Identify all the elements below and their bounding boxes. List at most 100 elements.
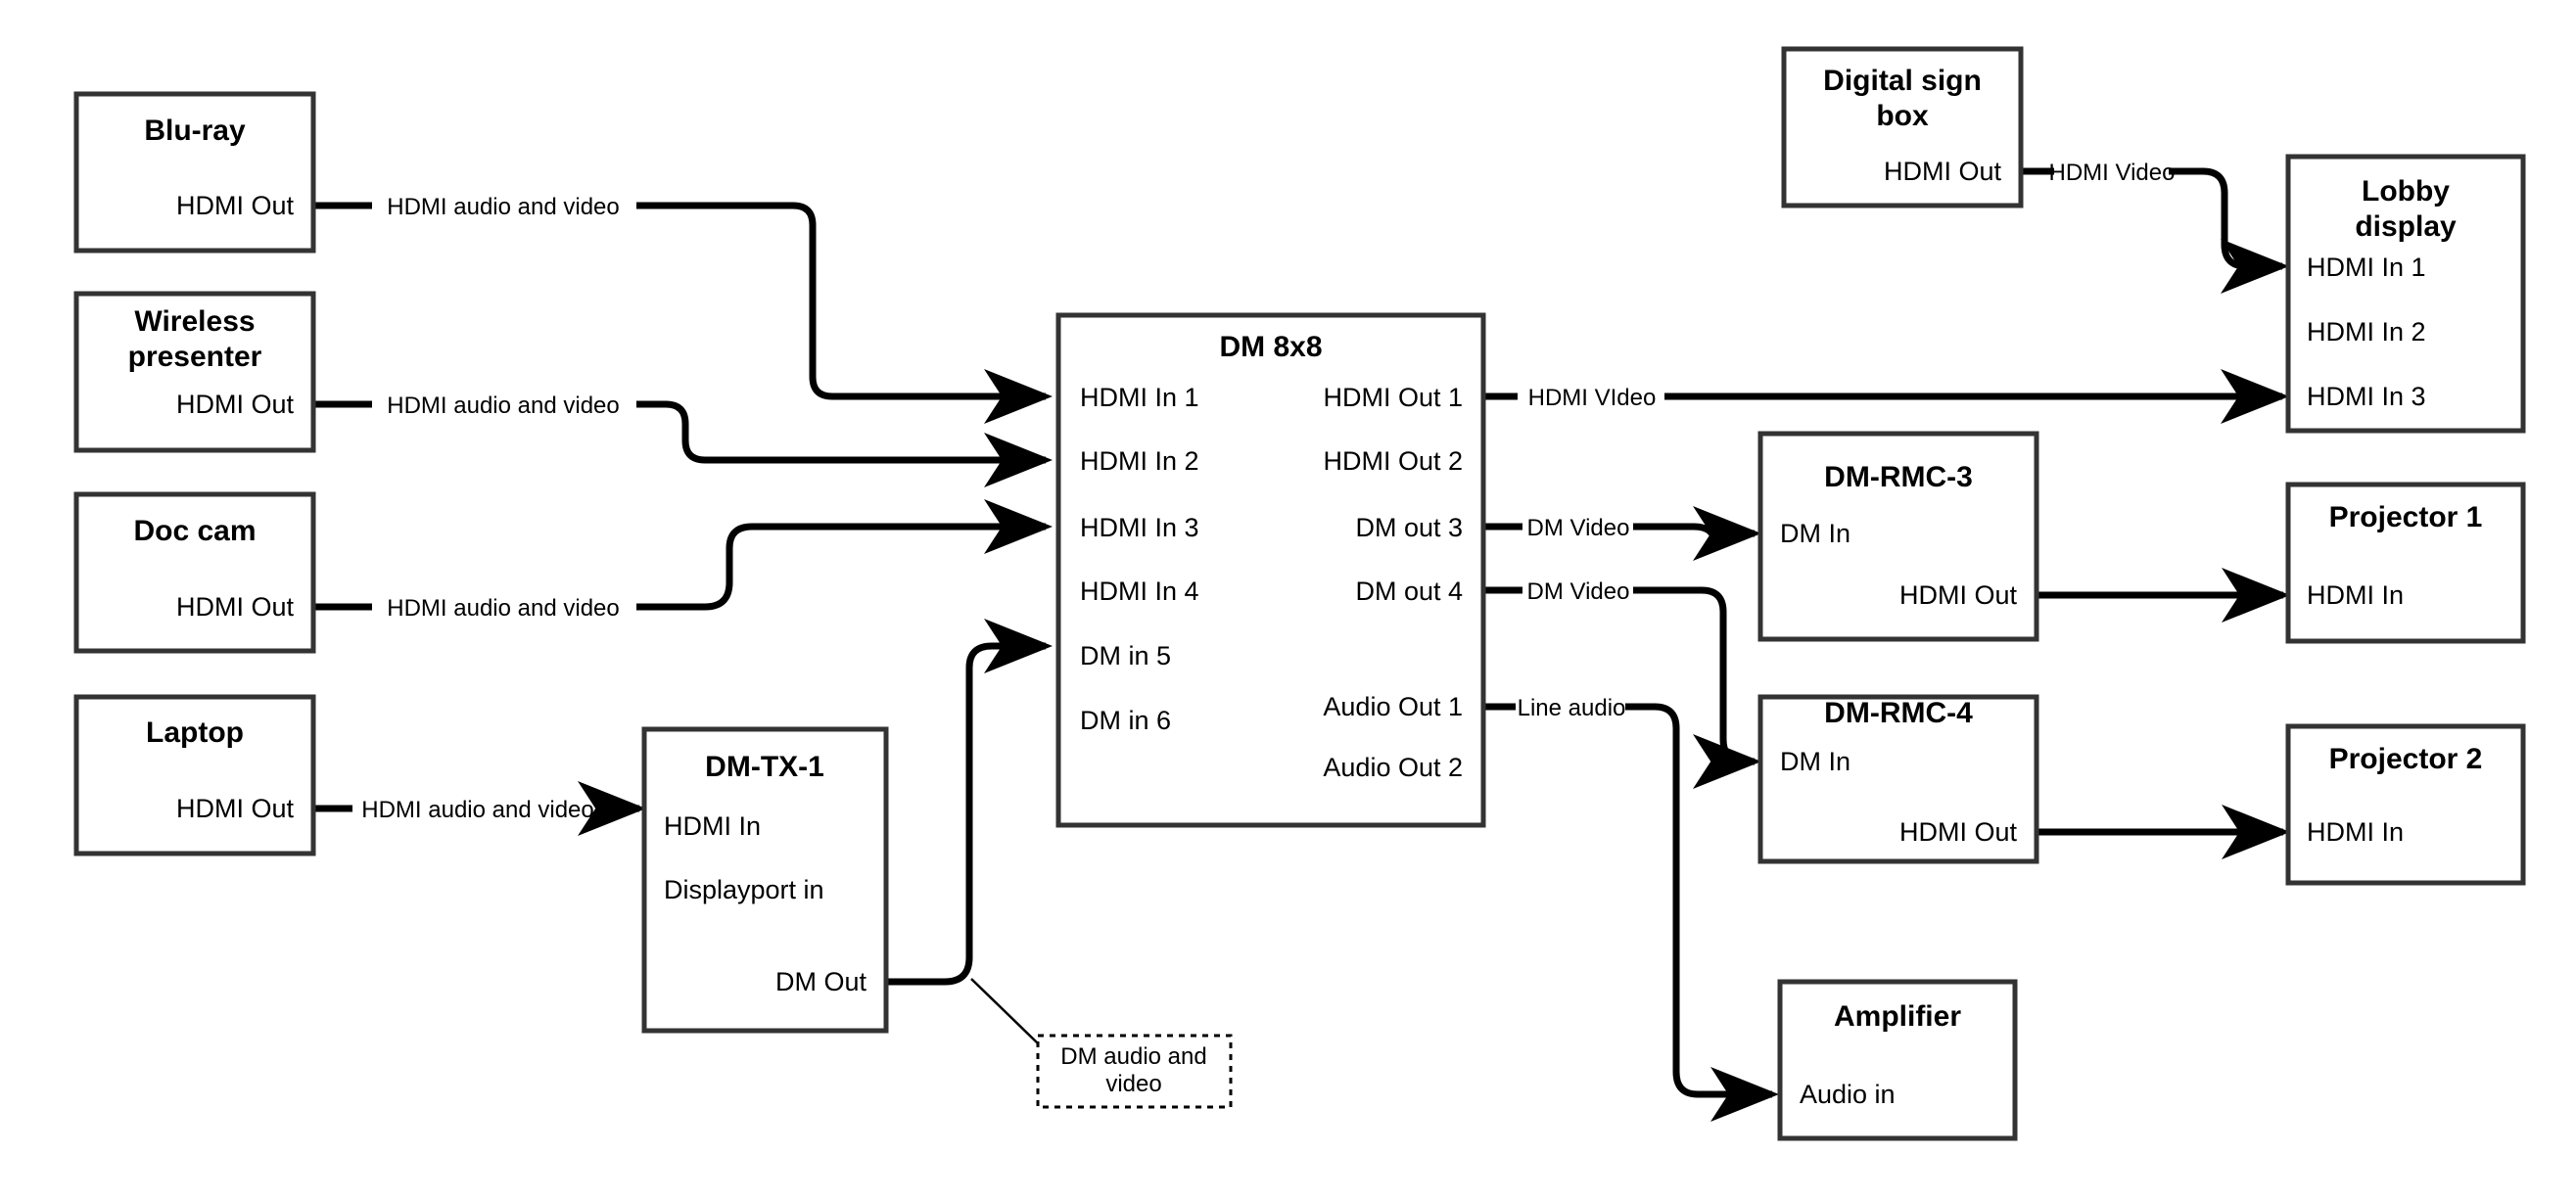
node-dm-8x8-port-hdmi-in-4: HDMI In 4 [1080,577,1199,606]
node-lobby-display-port-hdmi-in-3: HDMI In 3 [2307,382,2426,411]
node-digital-sign-box-title-line1: Digital sign [1823,65,1982,97]
node-dm-8x8-port-audio-out-2: Audio Out 2 [1323,753,1463,782]
node-bluray-port-hdmi-out: HDMI Out [176,191,295,220]
node-laptop-port-hdmi-out: HDMI Out [176,794,295,823]
wire-path [1633,586,1761,789]
node-doc-cam-title: Doc cam [133,515,256,547]
edge-label-dm-out3-to-rmc3: DM Video [1527,515,1630,541]
node-doc-cam-port-hdmi-out: HDMI Out [176,592,295,622]
node-projector-2[interactable]: Projector 2 HDMI In [2285,723,2526,886]
wire-path [2169,167,2289,294]
node-wireless-presenter[interactable]: Wireless presenter HDMI Out [73,291,316,453]
edge-label-sign-to-lobby-in1: HDMI Video [2049,160,2176,186]
node-dm-tx-1-port-dm-out: DM Out [775,967,867,996]
node-dm-tx-1-rect[interactable] [641,726,889,1034]
node-dm-rmc-4-port-dm-in: DM In [1780,747,1850,776]
node-doc-cam-rect[interactable] [73,491,316,654]
wire-dmtx1-to-dm-in5 [886,619,1053,1044]
node-lobby-display-port-hdmi-in-1: HDMI In 1 [2307,253,2426,282]
node-dm-rmc-3-port-dm-in: DM In [1780,519,1850,548]
node-amplifier-title: Amplifier [1834,1000,1961,1033]
node-dm-8x8-port-dm-out-4: DM out 4 [1355,577,1463,606]
callout-dm-audio-and-video: DM audio and video [1036,1034,1233,1109]
node-lobby-display-title-line1: Lobby [2362,175,2450,208]
callout-dm-audio-and-video-line1: DM audio and [1060,1043,1206,1070]
node-dm-8x8-port-hdmi-in-1: HDMI In 1 [1080,383,1199,412]
node-bluray-title: Blu-ray [144,115,246,147]
callout-leader-line [970,978,1039,1044]
wire-path [636,499,1053,611]
callout-dm-audio-and-video-rect [1036,1034,1233,1109]
node-dm-rmc-4-rect[interactable] [1757,694,2039,864]
node-dm-rmc-3-rect[interactable] [1757,431,2039,642]
node-dm-tx-1[interactable]: DM-TX-1 HDMI In Displayport in DM Out [641,726,889,1034]
wire-wireless-to-dm-in2 [313,400,1053,487]
node-dm-8x8-port-audio-out-1: Audio Out 1 [1323,692,1463,721]
node-dm-8x8-rect[interactable] [1055,312,1486,828]
wire-dm-out4-to-rmc4 [1483,586,1761,789]
wire-sign-to-lobby-in1 [2021,167,2289,294]
node-dm-rmc-3[interactable]: DM-RMC-3 DM In HDMI Out [1757,431,2039,642]
edge-label-dm-audio1-to-amp: Line audio [1518,695,1626,721]
node-digital-sign-box[interactable]: Digital sign box HDMI Out [1781,46,2024,208]
node-dm-tx-1-title: DM-TX-1 [705,751,824,783]
node-dm-8x8-port-hdmi-out-1: HDMI Out 1 [1323,383,1463,412]
edge-label-dm-out1-to-lobby-in3: HDMI VIdeo [1528,385,1657,411]
node-amplifier[interactable]: Amplifier Audio in [1777,979,2018,1141]
wire-dm-audio1-to-amp [1483,703,1779,1122]
node-dm-rmc-3-port-hdmi-out: HDMI Out [1899,580,2018,610]
wire-doccam-to-dm-in3 [313,499,1053,611]
node-projector-1[interactable]: Projector 1 HDMI In [2285,482,2526,644]
node-projector-1-port-hdmi-in: HDMI In [2307,580,2404,610]
node-amplifier-rect[interactable] [1777,979,2018,1141]
node-dm-rmc-4-title: DM-RMC-4 [1824,697,1973,729]
node-digital-sign-box-port-hdmi-out: HDMI Out [1884,157,2002,186]
node-wireless-presenter-rect[interactable] [73,291,316,453]
node-wireless-presenter-port-hdmi-out: HDMI Out [176,390,295,419]
node-dm-8x8-title: DM 8x8 [1219,331,1322,363]
node-dm-rmc-4[interactable]: DM-RMC-4 DM In HDMI Out [1757,694,2039,864]
node-bluray[interactable]: Blu-ray HDMI Out [73,91,316,254]
node-wireless-presenter-title-line1: Wireless [134,305,255,338]
node-dm-8x8-port-dm-in-5: DM in 5 [1080,641,1171,670]
node-dm-8x8-port-hdmi-in-2: HDMI In 2 [1080,446,1199,476]
node-lobby-display-rect[interactable] [2285,154,2526,434]
wire-path [886,619,1053,986]
wire-bluray-to-dm-in1 [313,202,1053,424]
node-dm-tx-1-port-displayport-in: Displayport in [664,875,824,904]
node-dm-8x8[interactable]: DM 8x8 HDMI In 1 HDMI In 2 HDMI In 3 HDM… [1055,312,1486,828]
node-laptop[interactable]: Laptop HDMI Out [73,694,316,856]
node-projector-2-rect[interactable] [2285,723,2526,886]
wire-path [1633,506,1761,561]
node-projector-2-title: Projector 2 [2329,743,2483,775]
node-digital-sign-box-rect[interactable] [1781,46,2024,208]
node-lobby-display-title-line2: display [2355,210,2457,243]
node-lobby-display-port-hdmi-in-2: HDMI In 2 [2307,317,2426,346]
node-laptop-title: Laptop [146,716,244,749]
node-dm-8x8-port-dm-out-3: DM out 3 [1355,513,1463,542]
edge-label-dm-out4-to-rmc4: DM Video [1527,578,1630,605]
node-dm-8x8-port-hdmi-out-2: HDMI Out 2 [1323,446,1463,476]
edge-label-laptop-to-dmtx1: HDMI audio and video [361,797,593,823]
node-bluray-rect[interactable] [73,91,316,254]
node-dm-rmc-4-port-hdmi-out: HDMI Out [1899,817,2018,847]
node-projector-1-rect[interactable] [2285,482,2526,644]
node-dm-8x8-port-dm-in-6: DM in 6 [1080,706,1171,735]
node-digital-sign-box-title-line2: box [1876,100,1929,132]
edge-label-bluray-to-dm-in1: HDMI audio and video [387,194,619,220]
node-laptop-rect[interactable] [73,694,316,856]
node-projector-2-port-hdmi-in: HDMI In [2307,817,2404,847]
callout-dm-audio-and-video-line2: video [1105,1071,1161,1097]
node-lobby-display[interactable]: Lobby display HDMI In 1 HDMI In 2 HDMI I… [2285,154,2526,434]
node-amplifier-port-audio-in: Audio in [1800,1080,1896,1109]
node-dm-tx-1-port-hdmi-in: HDMI In [664,811,761,841]
node-dm-rmc-3-title: DM-RMC-3 [1824,461,1973,493]
node-doc-cam[interactable]: Doc cam HDMI Out [73,491,316,654]
node-dm-8x8-port-hdmi-in-3: HDMI In 3 [1080,513,1199,542]
wire-path [636,400,1053,487]
wire-path [636,202,1053,424]
edge-label-wireless-to-dm-in2: HDMI audio and video [387,393,619,419]
wire-dm-out3-to-rmc3 [1483,506,1761,561]
